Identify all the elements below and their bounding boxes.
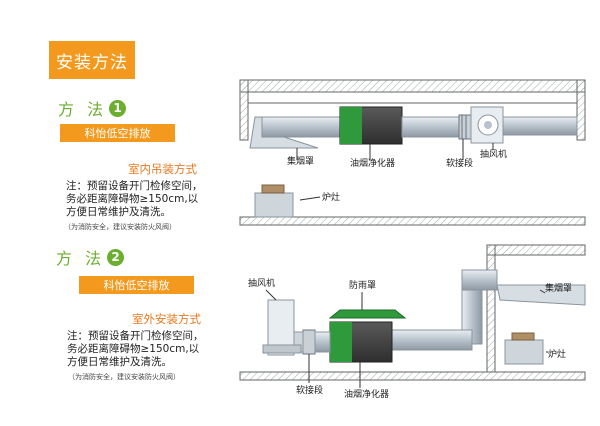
method-2-heading: 方 法 2 — [56, 245, 125, 269]
smoke-hood — [496, 284, 586, 306]
method-1-note: 注：预留设备开门检修空间， 务必距离障碍物≥150cm,以 方便日常维护及清洗。 — [66, 180, 203, 219]
flexible-joint — [458, 114, 472, 140]
diagram-2: 抽风机 防雨罩 集烟罩 炉灶 软接段 油烟净化器 — [239, 244, 586, 400]
floor — [239, 216, 586, 226]
duct-segment — [261, 116, 343, 138]
note-line: 务必距离障碍物≥150cm,以 — [67, 343, 200, 355]
ground — [239, 371, 586, 381]
label-rain-cover: 防雨罩 — [349, 279, 376, 291]
label-smoke-hood: 集烟罩 — [287, 155, 314, 167]
method-2-label: 方 法 — [56, 249, 106, 268]
method-1-label: 方 法 — [58, 100, 108, 119]
smoke-hood — [249, 116, 319, 149]
label-flexible-joint: 软接段 — [446, 157, 473, 169]
label-exhaust-fan: 抽风机 — [480, 148, 507, 160]
stove — [254, 192, 294, 218]
note-line: 务必距离障碍物≥150cm,以 — [66, 193, 199, 205]
stove — [504, 339, 544, 365]
method-1-heading: 方 法 1 — [58, 96, 127, 120]
label-stove: 炉灶 — [322, 191, 340, 203]
method-1-subtitle: 室内吊装方式 — [128, 162, 197, 176]
label-stove: 炉灶 — [548, 348, 566, 360]
duct-segment — [502, 116, 578, 136]
method-2-number-badge: 2 — [107, 248, 125, 266]
wall-right — [576, 79, 586, 141]
purifier-green-panel — [330, 322, 352, 362]
note-line: 注：预留设备开门检修空间， — [67, 330, 204, 342]
wall-left — [239, 79, 249, 141]
method-2-subtitle: 室外安装方式 — [132, 312, 201, 326]
ceiling — [239, 79, 586, 93]
note-line: 方便日常维护及清洗。 — [66, 206, 171, 218]
label-purifier: 油烟净化器 — [350, 157, 395, 169]
note-line: 注：预留设备开门检修空间， — [66, 180, 203, 192]
duct-segment — [401, 116, 460, 138]
purifier-green-panel — [340, 107, 362, 144]
note-line: 方便日常维护及清洗。 — [67, 356, 172, 368]
method-2-tag: 科怡低空排放 — [79, 276, 194, 294]
method-1-small-note: （为消防安全，建议安装防火风阀） — [64, 223, 176, 231]
wall — [486, 244, 496, 373]
diagram-1: 集烟罩 油烟净化器 软接段 抽风机 炉灶 — [239, 79, 586, 226]
method-1-tag: 科怡低空排放 — [60, 124, 175, 142]
label-exhaust-fan: 抽风机 — [248, 277, 275, 289]
roof — [486, 244, 586, 256]
label-flexible-joint: 软接段 — [296, 384, 323, 396]
section-title: 安装方法 — [49, 41, 135, 79]
label-smoke-hood: 集烟罩 — [545, 282, 572, 294]
flexible-joint — [302, 329, 316, 355]
method-2-small-note: （为消防安全，建议安装防火风阀） — [68, 373, 180, 381]
method-1-number-badge: 1 — [109, 99, 127, 117]
duct-segment — [461, 269, 498, 291]
method-2-note: 注：预留设备开门检修空间， 务必距离障碍物≥150cm,以 方便日常维护及清洗。 — [67, 330, 204, 369]
duct-segment — [391, 329, 473, 351]
rain-cover — [328, 309, 407, 319]
label-purifier: 油烟净化器 — [344, 388, 389, 400]
